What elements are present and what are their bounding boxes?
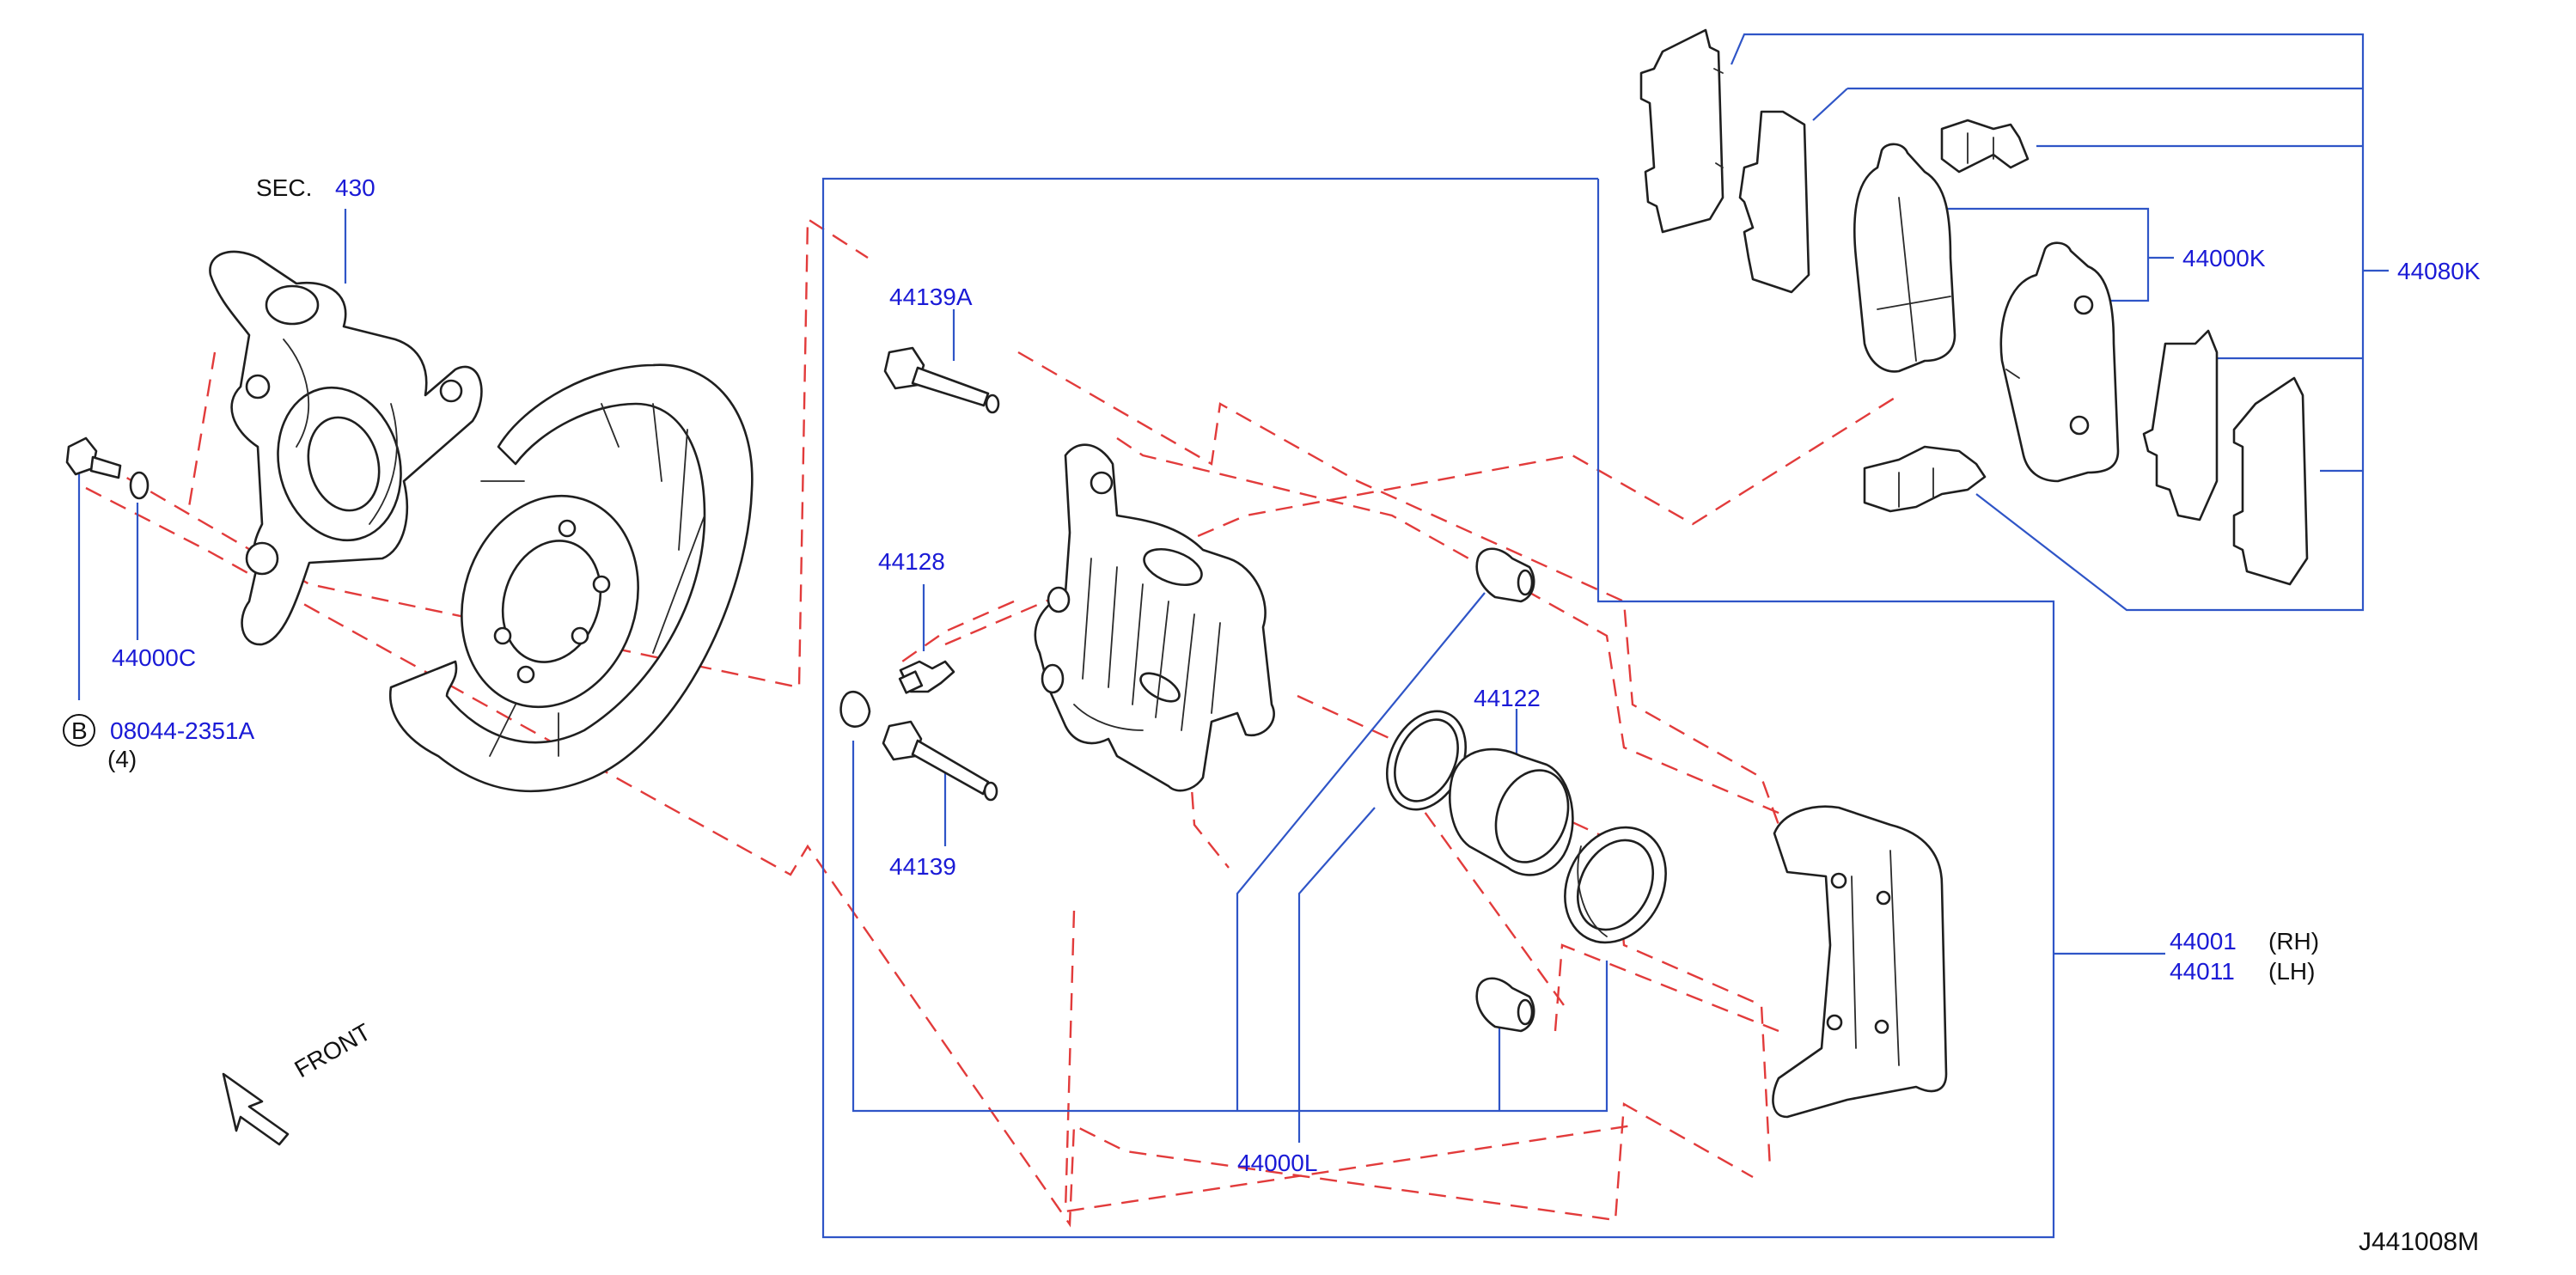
bolt-badge-circle [63, 714, 95, 747]
callout-seal-kit: 44000L [1237, 1150, 1317, 1176]
guide-pin-a [883, 346, 1000, 414]
callout-piston: 44122 [1474, 685, 1541, 711]
front-arrow-icon [222, 1072, 290, 1146]
guide-pin [882, 720, 998, 802]
callout-caliper-lh: 44011 [2170, 958, 2235, 985]
pad-clip-lower [1863, 445, 1987, 513]
callout-bolt-qty: (4) [107, 746, 137, 772]
callout-caliper-rh: 44001 [2170, 928, 2237, 955]
leader-lines [77, 33, 2389, 1239]
callout-guide-pin: 44139 [889, 853, 956, 880]
callout-washer: 44000C [112, 644, 196, 671]
dust-shield [388, 363, 754, 793]
callout-bolt: 08044-2351A [110, 717, 254, 744]
bleeder-screw [839, 660, 955, 728]
section-prefix: SEC. [256, 174, 312, 201]
piston-boot [1564, 826, 1667, 944]
callout-caliper-rh-side: (RH) [2268, 928, 2319, 955]
brake-pad-inner [1999, 241, 2120, 483]
pad-clip-upper [1940, 119, 2030, 174]
inner-shim-b [2232, 376, 2309, 586]
callout-pad-kit: 44000K [2182, 245, 2266, 271]
piston [1449, 747, 1574, 876]
caliper-mounting-bracket [1772, 805, 1948, 1119]
steering-knuckle [209, 250, 483, 646]
front-label: FRONT [290, 1018, 375, 1083]
callout-pad-hardware-kit: 44080K [2397, 258, 2481, 284]
callout-bleeder: 44128 [878, 548, 945, 575]
guide-pin-boot-lower [1475, 977, 1535, 1033]
diagram-code: J441008M [2359, 1228, 2479, 1256]
callout-caliper-lh-side: (LH) [2268, 958, 2315, 985]
inner-shim-a [2142, 329, 2219, 522]
callout-guide-pin-a: 44139A [889, 284, 973, 310]
washer [129, 471, 150, 500]
guide-pin-boot-upper [1475, 547, 1535, 603]
hub-bolt [65, 436, 122, 479]
outer-shim-b [1738, 110, 1810, 294]
bolt-badge-letter: B [71, 717, 88, 744]
brake-pad-outer [1853, 143, 1956, 373]
section-number: 430 [335, 174, 375, 201]
outer-shim-a [1639, 28, 1724, 234]
caliper-body [1034, 443, 1275, 792]
